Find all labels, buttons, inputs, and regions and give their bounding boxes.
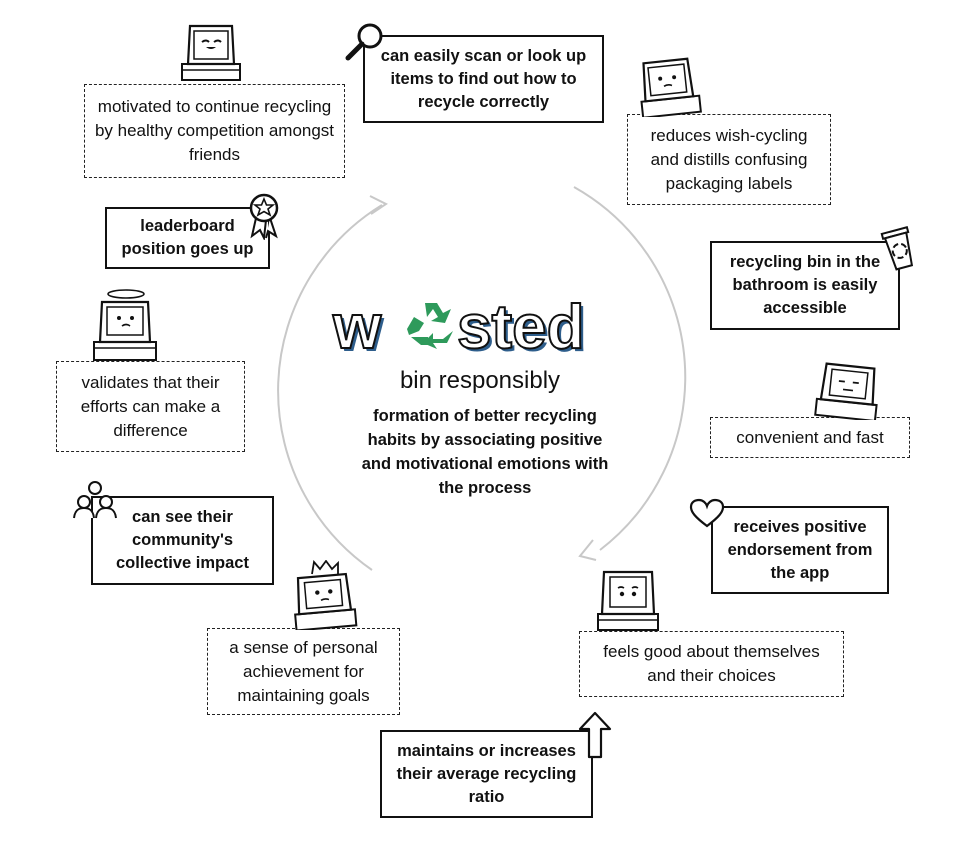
box-competition: motivated to continue recycling by healt… (84, 84, 345, 178)
award-ribbon-icon (244, 190, 284, 240)
up-arrow-icon (578, 711, 612, 759)
box-convenient: convenient and fast (710, 417, 910, 458)
bin-neutral-icon (812, 360, 884, 420)
box-validates: validates that their efforts can make a … (56, 361, 245, 452)
box-bathroom-bin: recycling bin in the bathroom is easily … (710, 241, 900, 330)
bin-crown-icon (288, 560, 360, 630)
logo-wordmark: w w sted sted (330, 285, 630, 360)
bin-angel-icon (88, 286, 160, 362)
center-statement: formation of better recycling habits by … (360, 404, 610, 500)
logo: w w sted sted (330, 285, 630, 360)
box-community: can see their community's collective imp… (91, 496, 274, 585)
box-scan: can easily scan or look up items to find… (363, 35, 604, 123)
recycle-bin-icon (876, 222, 922, 274)
bin-content-icon (592, 566, 664, 632)
bin-happy-icon (178, 20, 244, 82)
box-achievement: a sense of personal achievement for main… (207, 628, 400, 715)
community-icon (72, 478, 118, 522)
heart-icon (689, 498, 725, 530)
svg-text:sted: sted (457, 293, 584, 360)
box-feels-good: feels good about themselves and their ch… (579, 631, 844, 697)
logo-tagline: bin responsibly (360, 367, 600, 395)
magnifier-icon (343, 20, 387, 64)
bin-worried-icon (632, 55, 702, 117)
recycle-symbol-icon (407, 303, 453, 349)
box-wish-cycling: reduces wish-cycling and distills confus… (627, 114, 831, 205)
box-ratio: maintains or increases their average rec… (380, 730, 593, 818)
svg-text:w: w (332, 293, 382, 360)
box-endorsement: receives positive endorsement from the a… (711, 506, 889, 594)
